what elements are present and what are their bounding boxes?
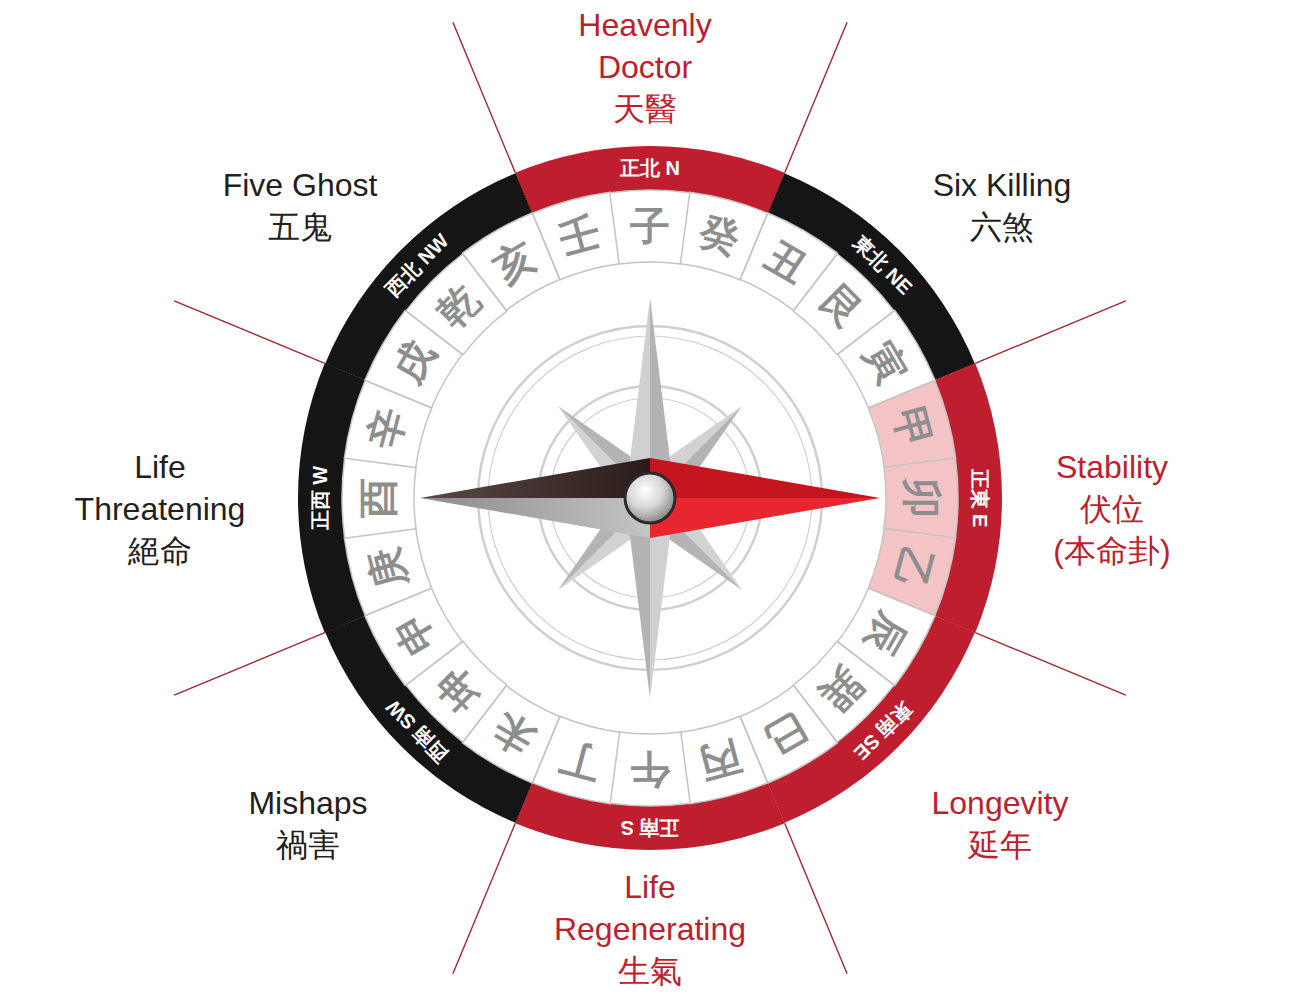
mountain-cell-outline: [610, 732, 690, 806]
mountain-cell: 壬: [543, 199, 616, 272]
mountain-cell-outline: [884, 458, 958, 538]
mountain-cell: 丁: [543, 724, 616, 797]
sector-divider: [453, 22, 515, 173]
direction-band-segment: 正東 E: [958, 398, 1002, 598]
needle-half: [420, 458, 650, 498]
sector-label: 天醫: [550, 88, 740, 130]
direction-text: 正西 W: [309, 466, 331, 530]
mountain-cell-outline: [461, 211, 568, 315]
direction-text: 正南 S: [621, 817, 680, 839]
mountain-cell: 酉: [348, 468, 408, 528]
sector-label-group: Longevity延年: [900, 782, 1100, 866]
sector-label: 延年: [900, 824, 1100, 866]
sector-label: Six Killing: [892, 164, 1112, 206]
mountain-character: 子: [630, 204, 670, 248]
mountain-character: 酉: [356, 478, 400, 518]
sector-label: 伏位: [1027, 488, 1197, 530]
mountain-cell-outline: [342, 458, 416, 538]
mountain-cell: 庚: [351, 532, 424, 605]
sector-label: 六煞: [892, 206, 1112, 248]
sector-label-group: Life Regenerating生氣: [530, 866, 770, 992]
needle-half: [420, 498, 650, 538]
mountain-cell: 甲: [876, 391, 949, 464]
sector-label: 絕命: [50, 530, 270, 572]
direction-band-segment: 正北 N: [550, 146, 750, 190]
sector-label: Mishaps: [208, 782, 408, 824]
mountain-cell: 乙: [876, 532, 949, 605]
needle-half: [650, 498, 880, 538]
sector-label-group: Heavenly Doctor天醫: [550, 4, 740, 130]
mountain-cell: 辛: [351, 391, 424, 464]
sector-label-group: Mishaps禍害: [208, 782, 408, 866]
sector-label: Stability: [1027, 446, 1197, 488]
sector-divider: [975, 633, 1126, 695]
mountain-cell: 卯: [892, 468, 952, 528]
sector-label: Longevity: [900, 782, 1100, 824]
sector-label: 五鬼: [190, 206, 410, 248]
direction-text: 正北 N: [620, 157, 680, 179]
direction-band-segment: 正南 S: [550, 806, 750, 850]
mountain-cell: 子: [620, 196, 680, 256]
sector-label-group: Stability伏位(本命卦): [1027, 446, 1197, 572]
sector-label: (本命卦): [1027, 530, 1197, 572]
sector-divider: [785, 22, 847, 173]
sector-divider: [174, 633, 325, 695]
needle-half: [650, 458, 880, 498]
sector-divider: [174, 301, 325, 363]
sector-label-group: Five Ghost五鬼: [190, 164, 410, 248]
mountain-cell: 午: [620, 740, 680, 800]
sector-label-group: Six Killing六煞: [892, 164, 1112, 248]
direction-band-segment: 正西 W: [298, 398, 342, 598]
sector-divider: [453, 823, 515, 974]
sector-label: Life Regenerating: [530, 866, 770, 950]
direction-text: 正東 E: [969, 469, 991, 528]
mountain-character: 卯: [900, 478, 944, 518]
sector-divider-lines: [174, 22, 1126, 974]
sector-label: 生氣: [530, 950, 770, 992]
sector-label: 禍害: [208, 824, 408, 866]
sector-label: Life Threatening: [50, 446, 270, 530]
mountain-cell: 癸: [684, 199, 757, 272]
sector-divider: [975, 301, 1126, 363]
sector-label: Five Ghost: [190, 164, 410, 206]
sector-label-group: Life Threatening絕命: [50, 446, 270, 572]
compass-needle: [420, 458, 880, 538]
mountain-cell-outline: [610, 190, 690, 264]
mountain-cell: 丙: [684, 724, 757, 797]
needle-pivot: [625, 473, 675, 523]
sector-label: Heavenly Doctor: [550, 4, 740, 88]
sector-divider: [785, 823, 847, 974]
mountain-character: 午: [630, 748, 670, 792]
